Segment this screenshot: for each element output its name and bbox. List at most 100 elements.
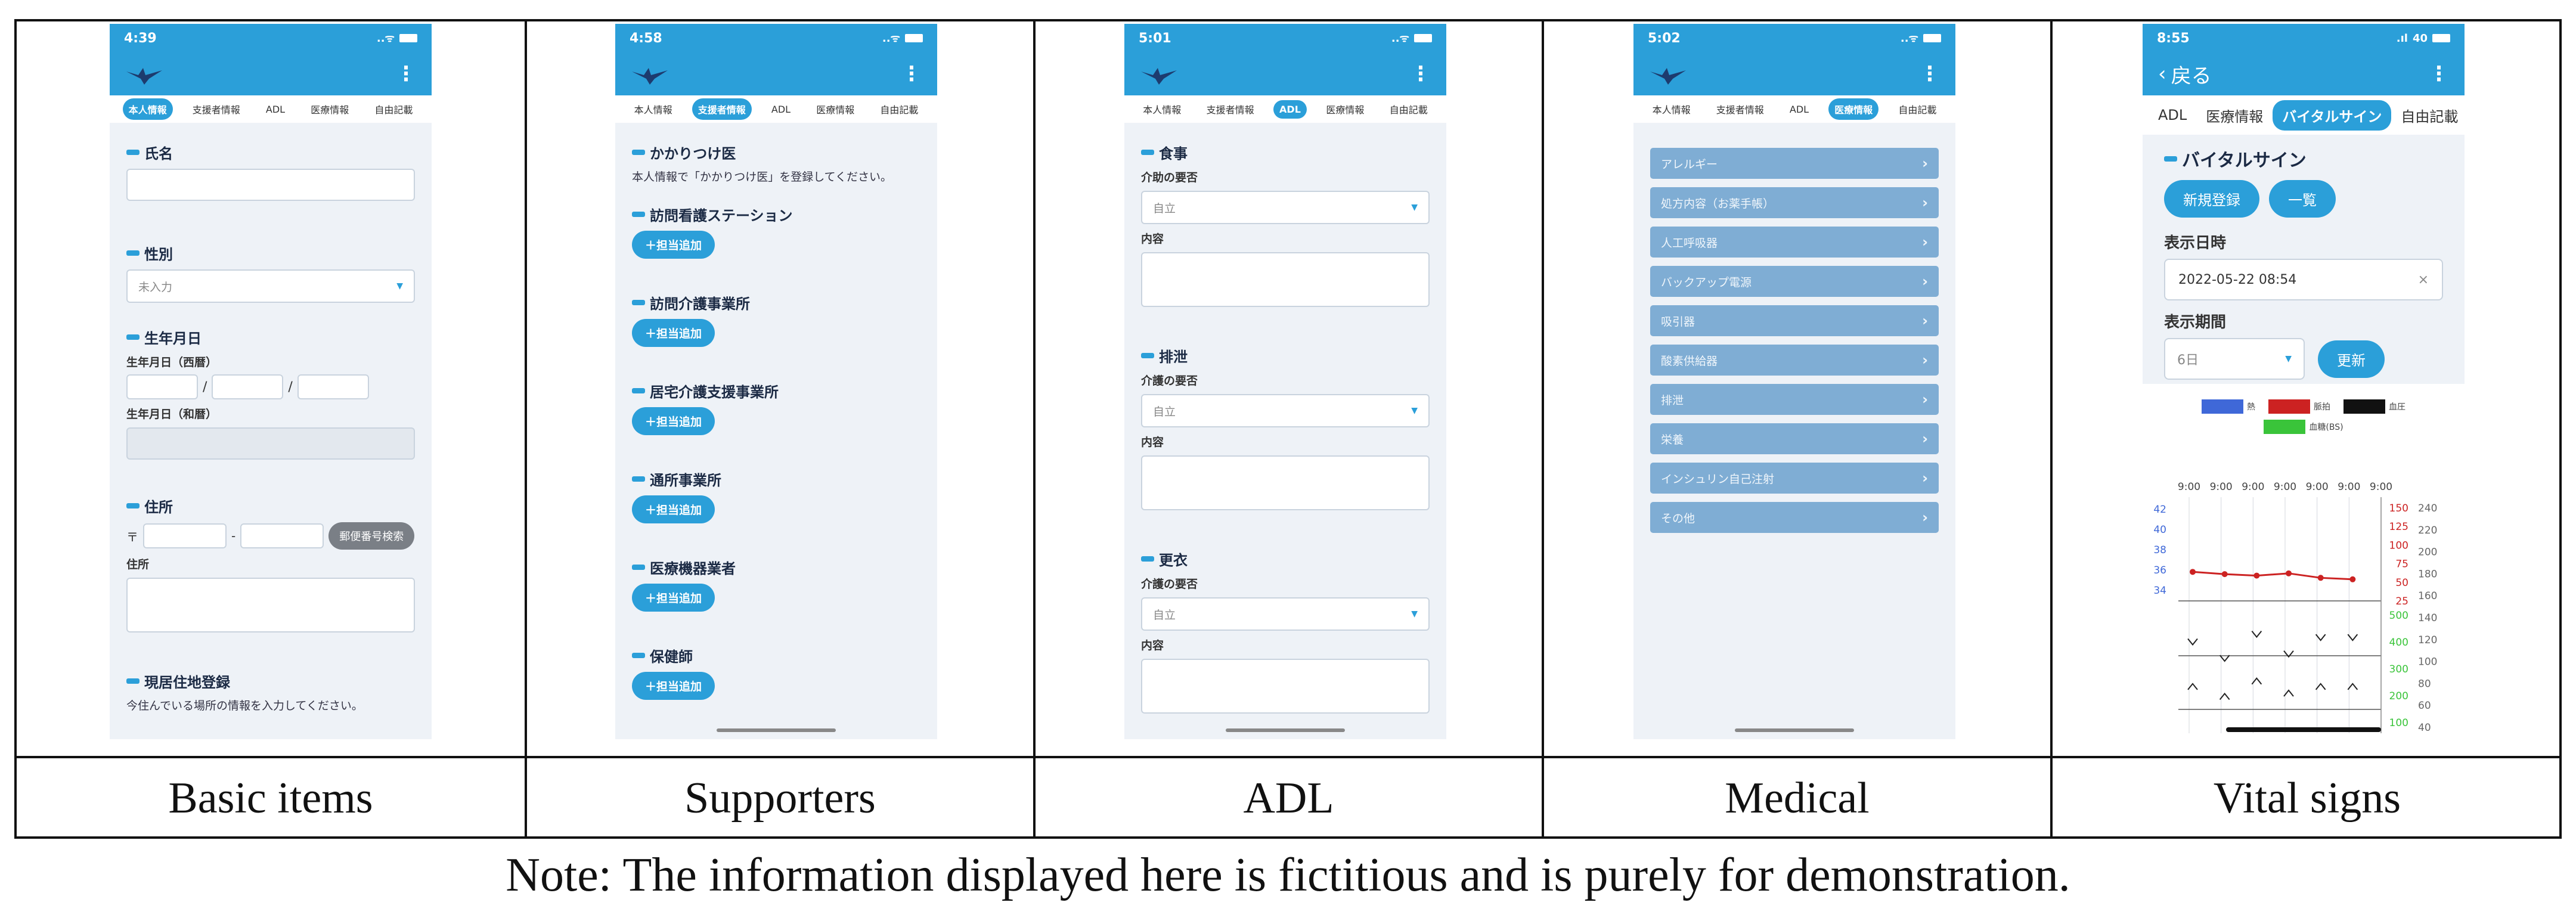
legend-item-pulse: 脈拍 (2268, 399, 2330, 414)
menu-item-ventilator[interactable]: 人工呼吸器› (1650, 227, 1939, 258)
zip-second-input[interactable] (240, 523, 324, 548)
menu-item-nutrition[interactable]: 栄養› (1650, 423, 1939, 454)
chevron-left-icon: ‹ (2158, 62, 2166, 86)
zip-search-button[interactable]: 郵便番号検索 (328, 522, 415, 550)
home-indicator[interactable] (2226, 727, 2381, 732)
tab-free-text[interactable]: 自由記載 (374, 104, 413, 116)
pulse-tick-label: 25 (2395, 596, 2408, 607)
status-icons: ..ᯤ (1901, 31, 1941, 45)
tab-personal[interactable]: 本人情報 (122, 98, 173, 120)
section-day-service: 通所事業所 (632, 469, 920, 489)
dressing-need-select[interactable]: 自立▼ (1141, 597, 1430, 631)
tab-medical[interactable]: 医療情報 (2206, 108, 2264, 125)
period-select[interactable]: 6日▼ (2164, 338, 2305, 380)
gender-select[interactable]: 未入力▼ (126, 269, 415, 303)
tab-free-text[interactable]: 自由記載 (1898, 104, 1937, 116)
bp-tick-label: 140 (2418, 612, 2437, 624)
tab-personal[interactable]: 本人情報 (1652, 104, 1691, 116)
birth-day-input[interactable] (297, 374, 369, 399)
kebab-menu-icon[interactable]: ⋮ (1411, 62, 1431, 86)
dressing-detail-input[interactable] (1141, 659, 1430, 714)
home-indicator[interactable] (1735, 728, 1854, 732)
add-care-support-button[interactable]: ＋担当追加 (632, 407, 715, 435)
bp-high-marker (2347, 634, 2358, 641)
tab-supporters[interactable]: 支援者情報 (1716, 104, 1764, 116)
menu-item-allergy[interactable]: アレルギー› (1650, 148, 1939, 179)
name-input[interactable] (126, 169, 415, 201)
menu-item-label: 酸素供給器 (1661, 354, 1718, 368)
zip-first-input[interactable] (143, 523, 227, 548)
status-time: 4:58 (630, 30, 662, 46)
menu-item-oxygen[interactable]: 酸素供給器› (1650, 345, 1939, 376)
birth-year-input[interactable] (126, 374, 198, 399)
add-medical-equipment-button[interactable]: ＋担当追加 (632, 583, 715, 612)
update-button[interactable]: 更新 (2318, 340, 2385, 378)
tab-medical[interactable]: 医療情報 (816, 104, 855, 116)
legend-swatch (2268, 399, 2310, 414)
signal-icon: ..ᯤ (1900, 32, 1918, 45)
menu-item-other[interactable]: その他› (1650, 502, 1939, 533)
excretion-need-select[interactable]: 自立▼ (1141, 394, 1430, 427)
section-excretion: 排泄 (1141, 345, 1430, 366)
kebab-menu-icon[interactable]: ⋮ (901, 62, 922, 86)
add-home-care-button[interactable]: ＋担当追加 (632, 318, 715, 347)
kebab-menu-icon[interactable]: ⋮ (1920, 62, 1940, 86)
menu-item-backup-power[interactable]: バックアップ電源› (1650, 266, 1939, 297)
birth-western-label: 生年月日（西暦） (126, 356, 218, 369)
tab-free-text[interactable]: 自由記載 (2401, 108, 2459, 125)
menu-item-prescription[interactable]: 処方内容（お薬手帳）› (1650, 187, 1939, 218)
list-button[interactable]: 一覧 (2269, 180, 2336, 218)
column-separator (2050, 21, 2053, 836)
meal-need-select[interactable]: 自立▼ (1141, 191, 1430, 224)
tab-adl[interactable]: ADL (265, 103, 286, 115)
tab-supporters[interactable]: 支援者情報 (192, 104, 240, 116)
legend-swatch (2202, 399, 2243, 414)
back-button[interactable]: ‹戻る (2158, 60, 2212, 89)
tab-free-text[interactable]: 自由記載 (880, 104, 919, 116)
chevron-down-icon: ▼ (1411, 609, 1418, 619)
tab-adl[interactable]: ADL (771, 103, 791, 115)
meal-need-value: 自立 (1153, 201, 1176, 215)
menu-item-excretion[interactable]: 排泄› (1650, 384, 1939, 415)
home-indicator[interactable] (717, 728, 836, 732)
tab-personal[interactable]: 本人情報 (634, 104, 672, 116)
birth-month-input[interactable] (212, 374, 284, 399)
bp-low-marker (2219, 692, 2230, 700)
display-date-input[interactable]: 2022-05-22 08:54× (2164, 259, 2443, 300)
tab-medical[interactable]: 医療情報 (1326, 104, 1365, 116)
home-indicator[interactable] (1226, 728, 1345, 732)
tab-free-text[interactable]: 自由記載 (1389, 104, 1428, 116)
kebab-menu-icon[interactable]: ⋮ (396, 62, 416, 86)
section-public-health-nurse: 保健師 (632, 645, 920, 666)
excretion-detail-input[interactable] (1141, 455, 1430, 510)
tab-adl[interactable]: ADL (1273, 100, 1307, 119)
address-input[interactable] (126, 578, 415, 632)
bp-tick-label: 200 (2418, 547, 2437, 559)
meal-detail-input[interactable] (1141, 252, 1430, 307)
tab-adl[interactable]: ADL (2158, 107, 2187, 123)
add-day-service-button[interactable]: ＋担当追加 (632, 495, 715, 523)
tab-medical[interactable]: 医療情報 (1828, 98, 1879, 120)
tab-adl[interactable]: ADL (1789, 103, 1809, 115)
pulse-tick-label: 150 (2389, 503, 2408, 514)
kebab-menu-icon[interactable]: ⋮ (2429, 62, 2449, 86)
new-entry-button[interactable]: 新規登録 (2164, 180, 2259, 218)
legend-item-bs: 血糖(BS) (2264, 420, 2343, 434)
tab-supporters[interactable]: 支援者情報 (1206, 104, 1254, 116)
menu-item-suction[interactable]: 吸引器› (1650, 305, 1939, 336)
menu-item-insulin[interactable]: インシュリン自己注射› (1650, 463, 1939, 494)
birth-japanese-label: 生年月日（和暦） (126, 408, 218, 421)
tab-supporters[interactable]: 支援者情報 (692, 98, 752, 120)
tab-vital-signs[interactable]: バイタルサイン (2273, 100, 2392, 131)
pulse-tick-label: 100 (2389, 539, 2408, 551)
add-nursing-station-button[interactable]: ＋担当追加 (632, 230, 715, 259)
tab-personal[interactable]: 本人情報 (1143, 104, 1182, 116)
clear-icon[interactable]: × (2417, 272, 2429, 287)
tab-medical[interactable]: 医療情報 (311, 104, 349, 116)
x-tick-label: 9:00 (2274, 481, 2296, 493)
add-public-health-nurse-button[interactable]: ＋担当追加 (632, 671, 715, 700)
status-icons: ..ᯤ (882, 31, 923, 45)
x-tick-label: 9:00 (2178, 481, 2200, 493)
bp-tick-label: 240 (2418, 503, 2437, 514)
